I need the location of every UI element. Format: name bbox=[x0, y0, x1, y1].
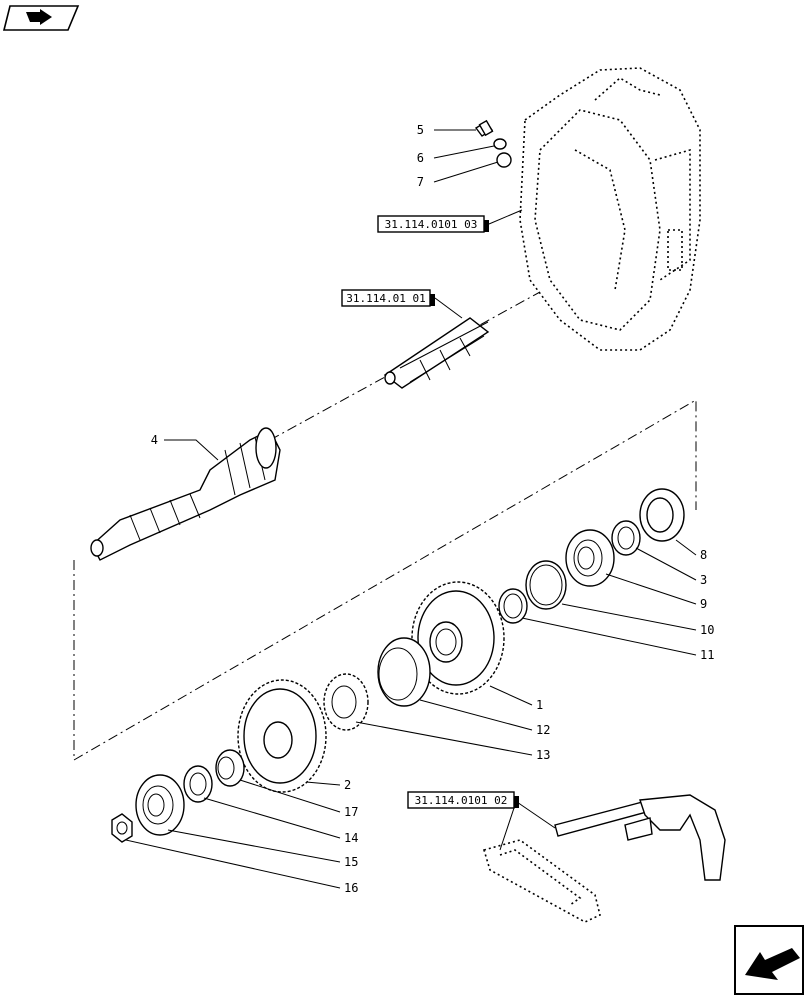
main-shaft bbox=[90, 427, 281, 561]
fork-reference-label: 31.114.0101 02 bbox=[415, 794, 508, 807]
gear-large-upper bbox=[411, 581, 505, 695]
plug-cap bbox=[496, 152, 512, 168]
next-page-icon[interactable] bbox=[734, 925, 804, 995]
fork-reference-box[interactable]: 31.114.0101 02 bbox=[407, 791, 519, 809]
leader-lines bbox=[125, 129, 697, 889]
callout-12: 12 bbox=[536, 723, 550, 737]
callout-15: 15 bbox=[344, 855, 358, 869]
callout-11: 11 bbox=[700, 648, 714, 662]
drain-plug bbox=[474, 119, 494, 137]
seal-washer bbox=[493, 138, 507, 150]
callout-3: 3 bbox=[700, 573, 707, 587]
washer bbox=[183, 765, 213, 803]
callout-10: 10 bbox=[700, 623, 714, 637]
callout-9: 9 bbox=[700, 597, 707, 611]
splined-shaft bbox=[383, 317, 490, 389]
spacer-ring bbox=[611, 520, 641, 556]
lock-nut bbox=[111, 813, 133, 843]
ball-bearing-lower bbox=[135, 774, 185, 836]
shift-fork bbox=[482, 794, 726, 923]
callout-16: 16 bbox=[344, 881, 358, 895]
housing-reference-box[interactable]: 31.114.0101 03 bbox=[377, 215, 489, 233]
synchro-sleeve bbox=[377, 637, 431, 707]
callout-2: 2 bbox=[344, 778, 351, 792]
thrust-ring bbox=[498, 588, 528, 624]
snap-ring bbox=[525, 560, 567, 610]
shaft-reference-box[interactable]: 31.114.01 01 bbox=[341, 289, 435, 307]
callout-7: 7 bbox=[417, 175, 424, 189]
callout-13: 13 bbox=[536, 748, 550, 762]
callout-4: 4 bbox=[151, 433, 158, 447]
bearing-cup bbox=[639, 488, 685, 542]
bushing bbox=[215, 749, 245, 787]
callout-8: 8 bbox=[700, 548, 707, 562]
callout-1: 1 bbox=[536, 698, 543, 712]
previous-page-icon[interactable] bbox=[2, 5, 80, 31]
callout-14: 14 bbox=[344, 831, 358, 845]
callout-17: 17 bbox=[344, 805, 358, 819]
callout-6: 6 bbox=[417, 151, 424, 165]
gear-large-lower bbox=[237, 679, 327, 793]
shaft-reference-label: 31.114.01 01 bbox=[346, 292, 425, 305]
assembly-axis-lines bbox=[73, 291, 697, 761]
gear-small bbox=[323, 673, 369, 731]
housing-reference-label: 31.114.0101 03 bbox=[385, 218, 478, 231]
callout-5: 5 bbox=[417, 123, 424, 137]
gearbox-housing bbox=[519, 67, 701, 351]
ball-bearing-upper bbox=[565, 529, 615, 587]
